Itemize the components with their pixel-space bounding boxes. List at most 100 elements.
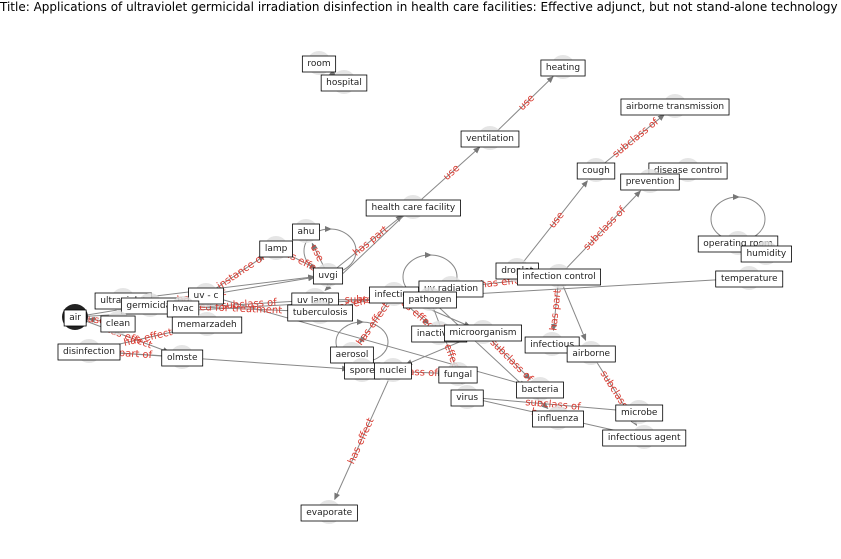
- node-microbe[interactable]: microbe: [615, 400, 664, 424]
- node-label-box: [450, 389, 484, 407]
- node-prevention[interactable]: prevention: [620, 169, 680, 193]
- node-label: memarzadeh: [177, 320, 236, 330]
- edge-label: part of: [118, 348, 152, 361]
- node-label-box: [63, 309, 87, 327]
- node-label: bacteria: [522, 385, 559, 395]
- node-label-box: [602, 429, 687, 447]
- node-health-care-facility[interactable]: health care facility: [365, 195, 461, 219]
- node-label-box: [259, 240, 293, 258]
- edge-infection-control-to-prevention: [558, 190, 642, 277]
- node-label-box: [524, 336, 580, 354]
- node-fungal[interactable]: fungal: [438, 362, 478, 386]
- node-label: infection: [374, 290, 413, 300]
- node-spore[interactable]: spore: [344, 358, 381, 382]
- node-label: heating: [546, 63, 580, 73]
- node-label: infectious agent: [608, 433, 681, 443]
- node-label: room: [307, 59, 330, 69]
- node-microorganism[interactable]: microorganism: [444, 320, 522, 344]
- node-label-box: [100, 315, 136, 333]
- edge-label: has part: [351, 224, 390, 258]
- node-label: spore: [350, 366, 375, 376]
- node-hvac[interactable]: hvac: [166, 296, 200, 320]
- node-label: microbe: [621, 408, 658, 418]
- edge-loop-arrow: [733, 194, 740, 200]
- node-label: air: [69, 313, 81, 323]
- node-label: infectious: [530, 340, 574, 350]
- node-label-box: [566, 345, 616, 363]
- node-ahu[interactable]: ahu: [292, 219, 320, 243]
- node-label-box: [460, 130, 520, 148]
- node-germicidal[interactable]: germicidal: [120, 293, 180, 317]
- edge-droplet-to-cough: [516, 180, 588, 271]
- node-label: lamp: [265, 244, 288, 254]
- node-airborne-transmission[interactable]: airborne transmission: [620, 94, 730, 118]
- node-hospital[interactable]: hospital: [320, 70, 368, 94]
- node-bacteria[interactable]: bacteria: [516, 377, 564, 401]
- node-humidity[interactable]: humidity: [740, 241, 792, 265]
- node-influenza[interactable]: influenza: [532, 406, 584, 430]
- node-virus[interactable]: virus: [450, 385, 484, 409]
- edge-label: subclass of: [221, 297, 278, 311]
- node-disinfection[interactable]: disinfection: [57, 339, 121, 363]
- node-label: inactivate: [417, 329, 462, 339]
- node-label-box: [620, 98, 730, 116]
- edge-ventilation-to-heating: [489, 76, 554, 139]
- node-infectious[interactable]: infectious: [524, 332, 580, 356]
- node-infectious-agent[interactable]: infectious agent: [602, 425, 687, 449]
- node-ventilation[interactable]: ventilation: [460, 126, 520, 150]
- node-label-box: [740, 245, 792, 263]
- node-label: pathogen: [409, 295, 452, 305]
- node-temperature[interactable]: temperature: [715, 266, 784, 290]
- node-label: uvgi: [318, 271, 337, 281]
- node-label-box: [300, 504, 358, 522]
- node-label-box: [161, 349, 204, 367]
- node-memarzadeh[interactable]: memarzadeh: [171, 312, 243, 336]
- node-label: virus: [456, 393, 478, 403]
- node-label-box: [444, 324, 522, 342]
- edge-loop-arrow: [425, 252, 432, 258]
- node-airborne[interactable]: airborne: [566, 341, 616, 365]
- node-label: tuberculosis: [293, 308, 348, 318]
- node-nuclei[interactable]: nuclei: [374, 358, 412, 382]
- edge-uvgi-to-health-care-facility: [327, 215, 403, 276]
- node-label: humidity: [746, 249, 786, 259]
- node-infection-control[interactable]: infection control: [517, 264, 601, 288]
- edge-label: has effect: [346, 416, 376, 466]
- node-room[interactable]: room: [301, 51, 337, 75]
- node-label-box: [403, 291, 457, 309]
- node-clean[interactable]: clean: [100, 311, 136, 335]
- node-label-box: [715, 270, 784, 288]
- edge-label: subclass of: [611, 116, 661, 160]
- node-evaporate[interactable]: evaporate: [300, 500, 358, 524]
- node-label-box: [438, 366, 478, 384]
- edge-label: subclass of: [525, 397, 582, 413]
- node-label: influenza: [537, 414, 578, 424]
- node-label: airborne transmission: [626, 102, 724, 112]
- node-olmste[interactable]: olmste: [161, 345, 204, 369]
- node-cough[interactable]: cough: [576, 158, 616, 182]
- node-air[interactable]: air: [62, 304, 88, 330]
- node-label: disinfection: [63, 347, 115, 357]
- node-label: clean: [106, 319, 130, 329]
- node-label: uv radiation: [424, 284, 478, 294]
- node-label-box: [188, 287, 224, 305]
- node-tuberculosis[interactable]: tuberculosis: [287, 300, 353, 324]
- node-label: infection control: [522, 272, 595, 282]
- node-label-box: [292, 223, 320, 241]
- node-uv-c[interactable]: uv - c: [188, 283, 224, 307]
- node-label-box: [287, 304, 353, 322]
- node-label: uv - c: [194, 291, 219, 301]
- node-uvgi[interactable]: uvgi: [312, 263, 344, 287]
- node-heating[interactable]: heating: [540, 55, 586, 79]
- node-label: hvac: [172, 304, 194, 314]
- node-label-box: [171, 316, 243, 334]
- edge-loop-arrow: [357, 319, 364, 325]
- node-label: airborne: [572, 349, 610, 359]
- node-lamp[interactable]: lamp: [259, 236, 293, 260]
- node-label: nuclei: [380, 366, 407, 376]
- node-pathogen[interactable]: pathogen: [403, 287, 457, 311]
- edge-label: has part: [548, 289, 563, 331]
- node-label: germicidal: [126, 301, 173, 311]
- node-label: ahu: [298, 227, 315, 237]
